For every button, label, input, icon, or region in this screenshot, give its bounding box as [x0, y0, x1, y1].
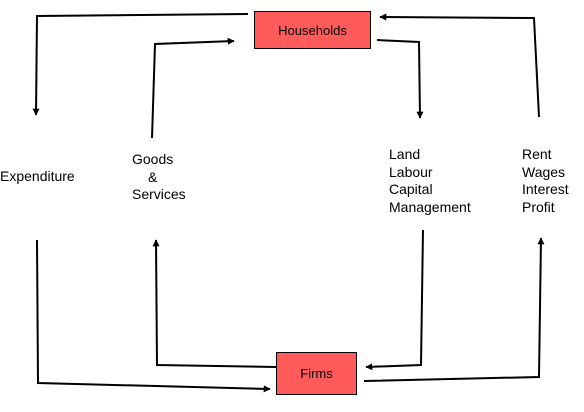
income-profit: Profit [522, 198, 555, 215]
income-interest: Interest [522, 181, 569, 197]
factor-labour: Labour [389, 163, 433, 180]
arrow-factors-to-firms [365, 229, 424, 371]
factors-of-production-label: Land Labour Capital Management [389, 146, 471, 216]
income-wages: Wages [522, 163, 566, 180]
expenditure-label: Expenditure [0, 168, 75, 184]
factor-land: Land [389, 146, 421, 162]
ampersand-text: & [148, 168, 158, 185]
factor-capital: Capital [389, 181, 433, 197]
goods-services-label: Goods & Services [132, 151, 186, 204]
arrow-firms-to-incomes [363, 237, 545, 382]
goods-text: Goods [132, 151, 174, 167]
firms-box: Firms [276, 352, 357, 395]
households-box: Households [254, 11, 371, 49]
factor-incomes-label: Rent Wages Interest Profit [522, 146, 569, 216]
services-text: Services [132, 186, 186, 202]
arrow-expenditure-to-firms [36, 239, 271, 393]
factor-management: Management [389, 198, 471, 215]
income-rent: Rent [522, 146, 552, 162]
arrow-firms-to-goods [152, 239, 277, 368]
firms-label: Firms [300, 366, 333, 381]
arrow-households-to-factors [376, 39, 424, 119]
households-label: Households [278, 22, 347, 38]
arrow-incomes-to-households [379, 13, 540, 118]
arrow-goods-to-households [151, 37, 235, 139]
arrow-households-to-expenditure [32, 13, 249, 116]
